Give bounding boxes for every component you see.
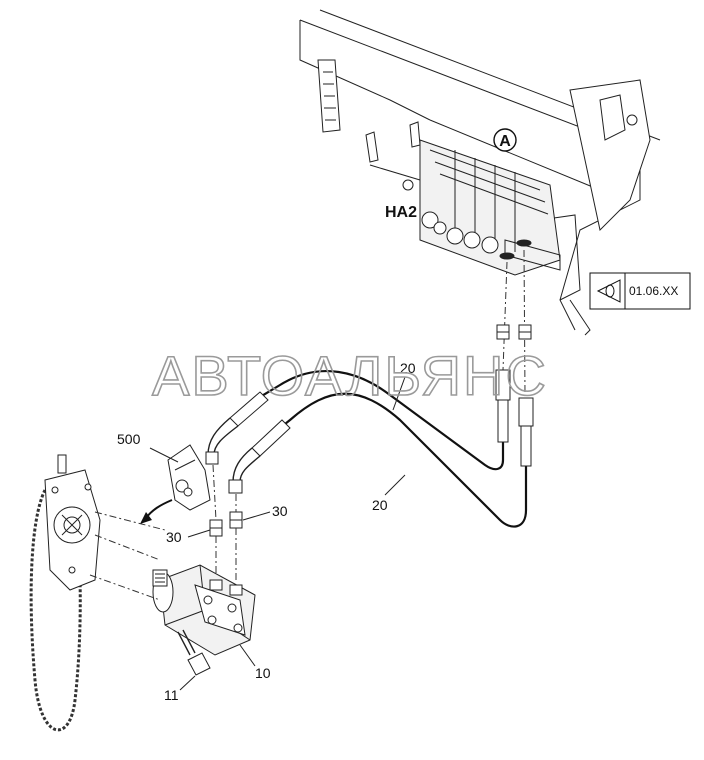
bracket-label: 500 (117, 431, 141, 447)
view-a-label: A (499, 133, 511, 150)
centerline-right-port (523, 249, 526, 396)
hose-crimp-lower (251, 419, 291, 457)
view-a-callout: A (493, 128, 517, 152)
valve-adapters (496, 324, 532, 340)
view-a-circle (493, 128, 517, 152)
centerline-shaft-upper (94, 534, 161, 561)
fitting-left-label: 30 (166, 529, 182, 545)
hydraulic-motor (152, 564, 256, 656)
mounting-bolt (177, 629, 211, 676)
hose-lower-label: 20 (372, 497, 388, 513)
centerline-left-port (502, 261, 508, 371)
centerline-fitting-left (212, 464, 217, 521)
motor-label: 10 (255, 665, 271, 681)
leader-fitting-left (187, 529, 211, 538)
hose-upper-label: 20 (400, 360, 416, 376)
hose-crimp-upper (229, 391, 269, 427)
fittings (209, 511, 243, 537)
hose-assembly (205, 369, 534, 528)
hose-nut-upper (205, 451, 219, 465)
hose-upper (254, 370, 505, 471)
watermark: АВТОАЛЬЯНС (152, 344, 548, 407)
chain-drive (29, 454, 101, 732)
control-valve-block (402, 139, 561, 276)
leader-hose-lower (384, 474, 406, 496)
hose-nut-lower (228, 479, 243, 494)
hose-end-sleeve-upper (497, 399, 509, 443)
leader-fitting-right (242, 511, 271, 521)
centerline-shaft-lower (89, 574, 161, 601)
reference-box: 01.06.XX (589, 272, 691, 310)
machine-frame (299, 9, 661, 336)
bolt-label: 11 (164, 687, 179, 703)
fitting-right-label: 30 (272, 503, 288, 519)
leader-motor (239, 644, 256, 667)
arrow-head-icon (140, 512, 152, 524)
assembly-arrow (145, 499, 173, 519)
reference-code: 01.06.XX (629, 284, 678, 298)
bracket-500 (167, 444, 211, 511)
valve-label: HA2 (385, 204, 417, 221)
hose-end-sleeve-lower (520, 425, 532, 467)
centerline-bracket (94, 511, 166, 531)
chain-tensioner-bolt (57, 454, 67, 474)
drive-chain (29, 489, 82, 732)
leader-bracket (149, 447, 179, 463)
leader-hose-upper (392, 376, 406, 411)
hose-lower (264, 392, 528, 528)
leader-bolt (179, 675, 196, 691)
